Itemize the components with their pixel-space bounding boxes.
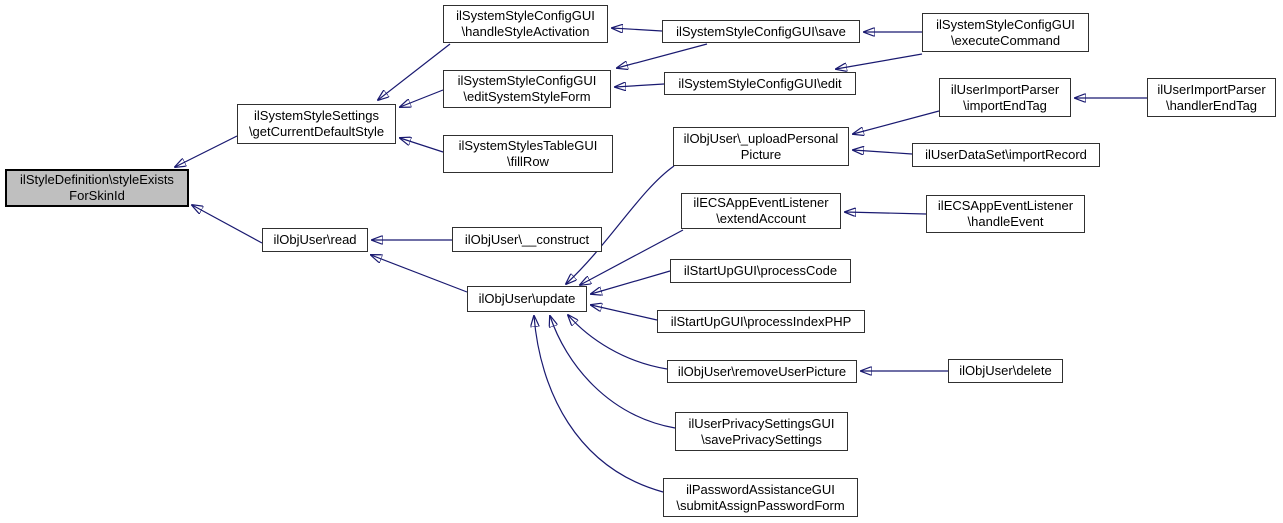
node-savePrivacySettings[interactable]: ilUserPrivacySettingsGUI \savePrivacySet… [675,412,848,451]
node-label: ForSkinId [69,188,125,203]
edge-save-to-handleStyleActivation [612,28,663,31]
node-label: ilUserPrivacySettingsGUI [688,415,835,431]
node-label: Picture [740,146,782,162]
node-handleStyleActivation[interactable]: ilSystemStyleConfigGUI \handleStyleActiv… [443,5,608,43]
node-label: ilSystemStyleConfigGUI [936,16,1075,32]
edge-edit-to-editSystemStyleForm [615,84,665,87]
node-label: \importEndTag [963,97,1047,113]
node-label: ilStartUpGUI\processIndexPHP [670,313,852,329]
edge-handleEvent-to-extendAccount [845,212,927,214]
edge-uploadPersonalPicture-to-update [566,165,675,284]
node-extendAccount[interactable]: ilECSAppEventListener \extendAccount [681,193,841,229]
node-label: \getCurrentDefaultStyle [248,124,385,139]
node-removeUserPicture[interactable]: ilObjUser\removeUserPicture [667,360,857,383]
node-label: ilUserImportParser [1157,81,1266,97]
node-label: ilObjUser\removeUserPicture [677,363,847,379]
node-label: ilSystemStylesTableGUI [458,138,598,153]
edge-removeUserPicture-to-update [568,315,668,370]
node-read[interactable]: ilObjUser\read [262,228,368,252]
node-edit[interactable]: ilSystemStyleConfigGUI\edit [664,72,856,95]
node-label: ilObjUser\delete [959,363,1052,378]
edge-submitAssignPasswordForm-to-update [534,316,664,493]
node-label: ilECSAppEventListener [937,198,1074,213]
node-label: ilECSAppEventListener [693,195,829,210]
node-label: \executeCommand [950,32,1061,48]
node-label: \handleStyleActivation [461,24,590,39]
edge-handleStyleActivation-to-getCurrentDefaultStyle [378,43,451,100]
node-label: ilPasswordAssistanceGUI [686,481,835,497]
edge-editSystemStyleForm-to-getCurrentDefaultStyle [400,89,444,107]
node-label: ilSystemStyleConfigGUI\edit [678,75,842,91]
node-processIndexPHP[interactable]: ilStartUpGUI\processIndexPHP [657,310,865,333]
node-handlerEndTag[interactable]: ilUserImportParser \handlerEndTag [1147,78,1276,117]
node-delete[interactable]: ilObjUser\delete [948,359,1063,383]
edge-fillRow-to-getCurrentDefaultStyle [400,138,444,153]
node-label: \editSystemStyleForm [463,89,591,104]
node-handleEvent[interactable]: ilECSAppEventListener \handleEvent [926,195,1085,233]
node-label: \handleEvent [967,214,1044,229]
node-label: \handlerEndTag [1165,97,1258,113]
node-label: ilSystemStyleConfigGUI [456,8,595,23]
node-label: \savePrivacySettings [701,431,822,447]
edge-importEndTag-to-uploadPersonalPicture [853,110,940,134]
node-processCode[interactable]: ilStartUpGUI\processCode [670,259,851,283]
node-label: ilObjUser\read [273,232,357,247]
node-update[interactable]: ilObjUser\update [467,286,587,312]
node-label: \extendAccount [716,211,806,226]
edge-processCode-to-update [591,270,671,294]
node-fillRow[interactable]: ilSystemStylesTableGUI \fillRow [443,135,613,173]
node-label: ilObjUser\_uploadPersonal [683,130,839,146]
node-executeCommand[interactable]: ilSystemStyleConfigGUI \executeCommand [922,13,1089,52]
edge-processIndexPHP-to-update [591,305,658,321]
node-label: ilUserDataSet\importRecord [925,147,1087,162]
edge-read-to-styleExistsForSkinId [192,205,263,244]
node-importEndTag[interactable]: ilUserImportParser \importEndTag [939,78,1071,117]
edge-savePrivacySettings-to-update [550,316,676,429]
node-label: ilStartUpGUI\processCode [683,263,838,278]
node-getCurrentDefaultStyle[interactable]: ilSystemStyleSettings \getCurrentDefault… [237,104,396,144]
node-importRecord[interactable]: ilUserDataSet\importRecord [912,143,1100,167]
edge-executeCommand-to-edit [836,53,923,69]
node-label: \fillRow [507,154,549,169]
edge-extendAccount-to-update [580,229,684,285]
node-label: ilSystemStyleSettings [254,108,379,123]
node-label: \submitAssignPasswordForm [676,497,845,513]
node-label: ilSystemStyleConfigGUI\save [676,23,846,39]
node-label: ilStyleDefinition\styleExists [20,172,174,187]
node-uploadPersonalPicture[interactable]: ilObjUser\_uploadPersonal Picture [673,127,849,166]
node-label: ilUserImportParser [950,81,1060,97]
node-submitAssignPasswordForm[interactable]: ilPasswordAssistanceGUI \submitAssignPas… [663,478,858,517]
node-editSystemStyleForm[interactable]: ilSystemStyleConfigGUI \editSystemStyleF… [443,70,611,108]
node-label: ilSystemStyleConfigGUI [457,73,597,88]
edge-importRecord-to-uploadPersonalPicture [853,150,913,154]
node-styleExistsForSkinId: ilStyleDefinition\styleExists ForSkinId [5,169,189,207]
edge-getCurrentDefaultStyle-to-styleExistsForSkinId [175,135,238,167]
node-save[interactable]: ilSystemStyleConfigGUI\save [662,20,860,43]
edge-update-to-read [371,255,468,293]
node-label: ilObjUser\__construct [464,231,590,247]
node-label: ilObjUser\update [478,291,576,306]
edge-save-to-editSystemStyleForm [617,43,708,68]
node-construct[interactable]: ilObjUser\__construct [452,227,602,252]
